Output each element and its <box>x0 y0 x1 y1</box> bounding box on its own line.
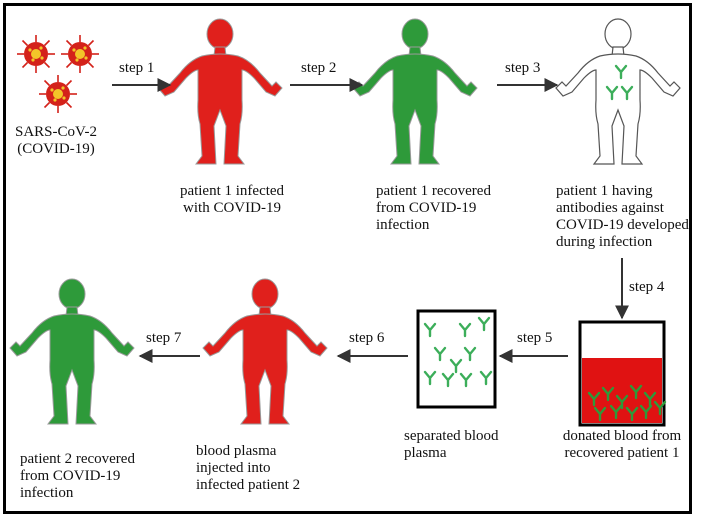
virus-icon-2 <box>61 35 99 73</box>
separated-plasma-box <box>416 309 497 409</box>
step-3-label: step 3 <box>505 60 541 76</box>
step-4-label: step 4 <box>629 279 665 295</box>
step-2-label: step 2 <box>301 60 337 76</box>
diagram-frame <box>3 3 692 514</box>
blood-fill <box>582 358 662 423</box>
patient2-infected-figure <box>202 278 328 425</box>
virus-icon-1 <box>17 35 55 73</box>
patient1-infected-figure <box>157 18 283 165</box>
patient1-recovered-label: patient 1 recovered from COVID-19 infect… <box>376 183 491 233</box>
plasma-injected-label: blood plasma injected into infected pati… <box>196 443 301 493</box>
donated-blood-label: donated blood from recovered patient 1 <box>562 428 682 461</box>
separated-plasma-label: separated blood plasma <box>404 428 499 461</box>
patient1-infected-label: patient 1 infected with COVID-19 <box>179 183 285 216</box>
patient2-recovered-figure <box>9 278 135 425</box>
step-5-label: step 5 <box>517 330 553 346</box>
step-7-label: step 7 <box>146 330 182 346</box>
step-6-label: step 6 <box>349 330 385 346</box>
virus-label: SARS-CoV-2 (COVID-19) <box>15 124 97 157</box>
patient1-recovered-figure <box>352 18 478 165</box>
patient1-antibodies-figure <box>555 18 681 165</box>
patient2-recovered-label: patient 2 recovered from COVID-19 infect… <box>20 451 135 501</box>
patient1-antibodies-label: patient 1 having antibodies against COVI… <box>556 183 689 250</box>
virus-icon-3 <box>39 75 77 113</box>
step-1-label: step 1 <box>119 60 155 76</box>
